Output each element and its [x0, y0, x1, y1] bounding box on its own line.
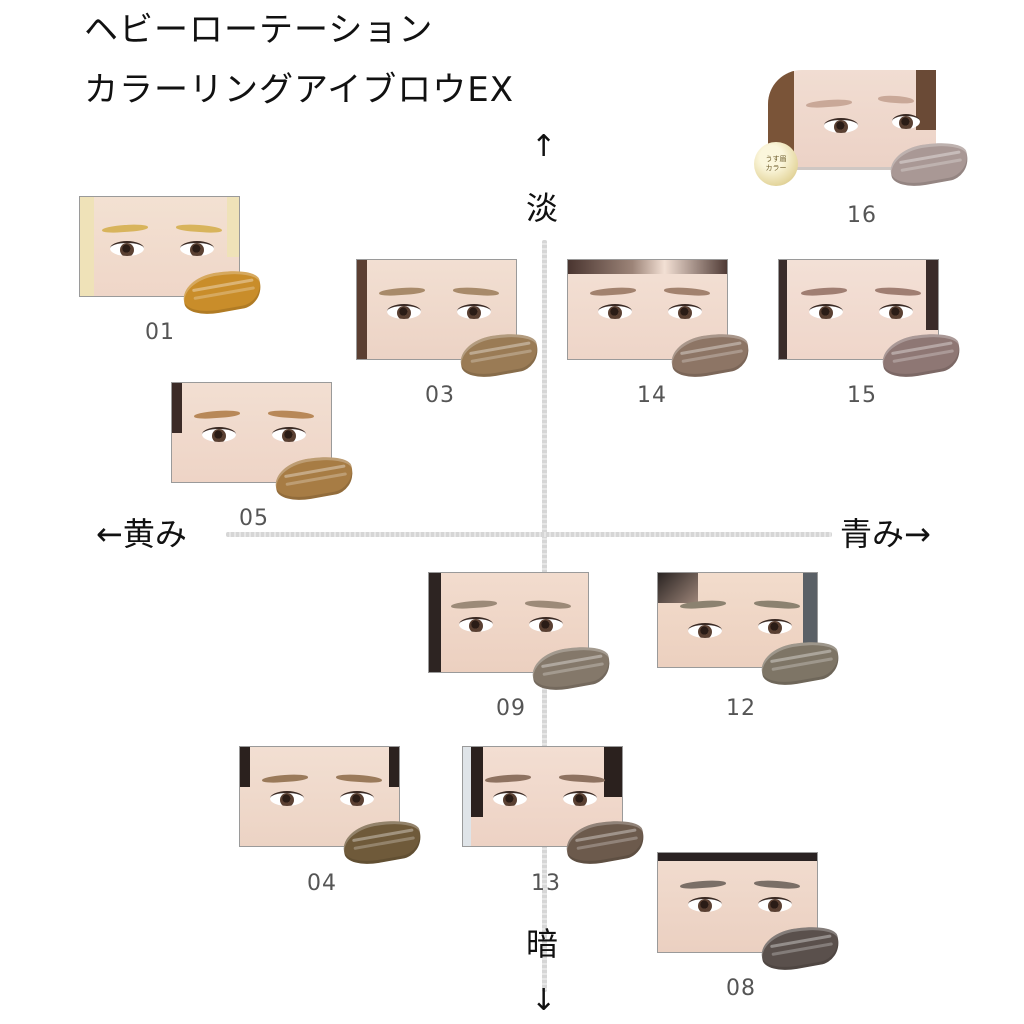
- axis-label-bluish: 青み→: [840, 515, 931, 553]
- shade-number-03: 03: [425, 383, 455, 408]
- title-line-2: カラーリングアイブロウEX: [84, 70, 515, 110]
- shade-number-04: 04: [307, 871, 337, 896]
- shade-card-14[interactable]: [567, 259, 752, 382]
- axis-label-dark: 暗: [526, 925, 559, 963]
- shade-number-09: 09: [496, 696, 526, 721]
- shade-card-01[interactable]: [79, 196, 264, 319]
- shade-number-08: 08: [726, 976, 756, 1001]
- shade-card-09[interactable]: [428, 572, 613, 695]
- horizontal-axis-line: [226, 532, 832, 537]
- shade-number-13: 13: [531, 871, 561, 896]
- light-brow-color-badge: うす眉 カラー: [754, 142, 798, 186]
- shade-card-12[interactable]: [657, 572, 842, 690]
- shade-number-05: 05: [239, 506, 269, 531]
- axis-label-yellowish: ←黄み: [96, 515, 187, 553]
- model-photo-16: [768, 70, 936, 170]
- shade-card-03[interactable]: [356, 259, 541, 382]
- shade-card-08[interactable]: [657, 852, 842, 975]
- shade-number-01: 01: [145, 320, 175, 345]
- shade-number-15: 15: [847, 383, 877, 408]
- arrow-up-icon: ↑: [531, 129, 557, 164]
- shade-card-16[interactable]: うす眉 カラー: [754, 70, 971, 191]
- shade-card-13[interactable]: [462, 746, 647, 869]
- shade-card-05[interactable]: [171, 382, 356, 505]
- axis-label-light: 淡: [526, 189, 559, 227]
- shade-number-16: 16: [847, 203, 877, 228]
- title-line-1: ヘビーローテーション: [84, 10, 434, 50]
- model-photo-01: [80, 197, 239, 296]
- arrow-down-icon: ↓: [531, 983, 557, 1018]
- shade-card-04[interactable]: [239, 746, 424, 869]
- badge-line-2: カラー: [765, 164, 787, 172]
- model-photo-05: [172, 383, 331, 482]
- shade-number-12: 12: [726, 696, 756, 721]
- badge-line-1: うす眉: [765, 155, 787, 164]
- shade-number-14: 14: [637, 383, 667, 408]
- shade-card-15[interactable]: [778, 259, 963, 382]
